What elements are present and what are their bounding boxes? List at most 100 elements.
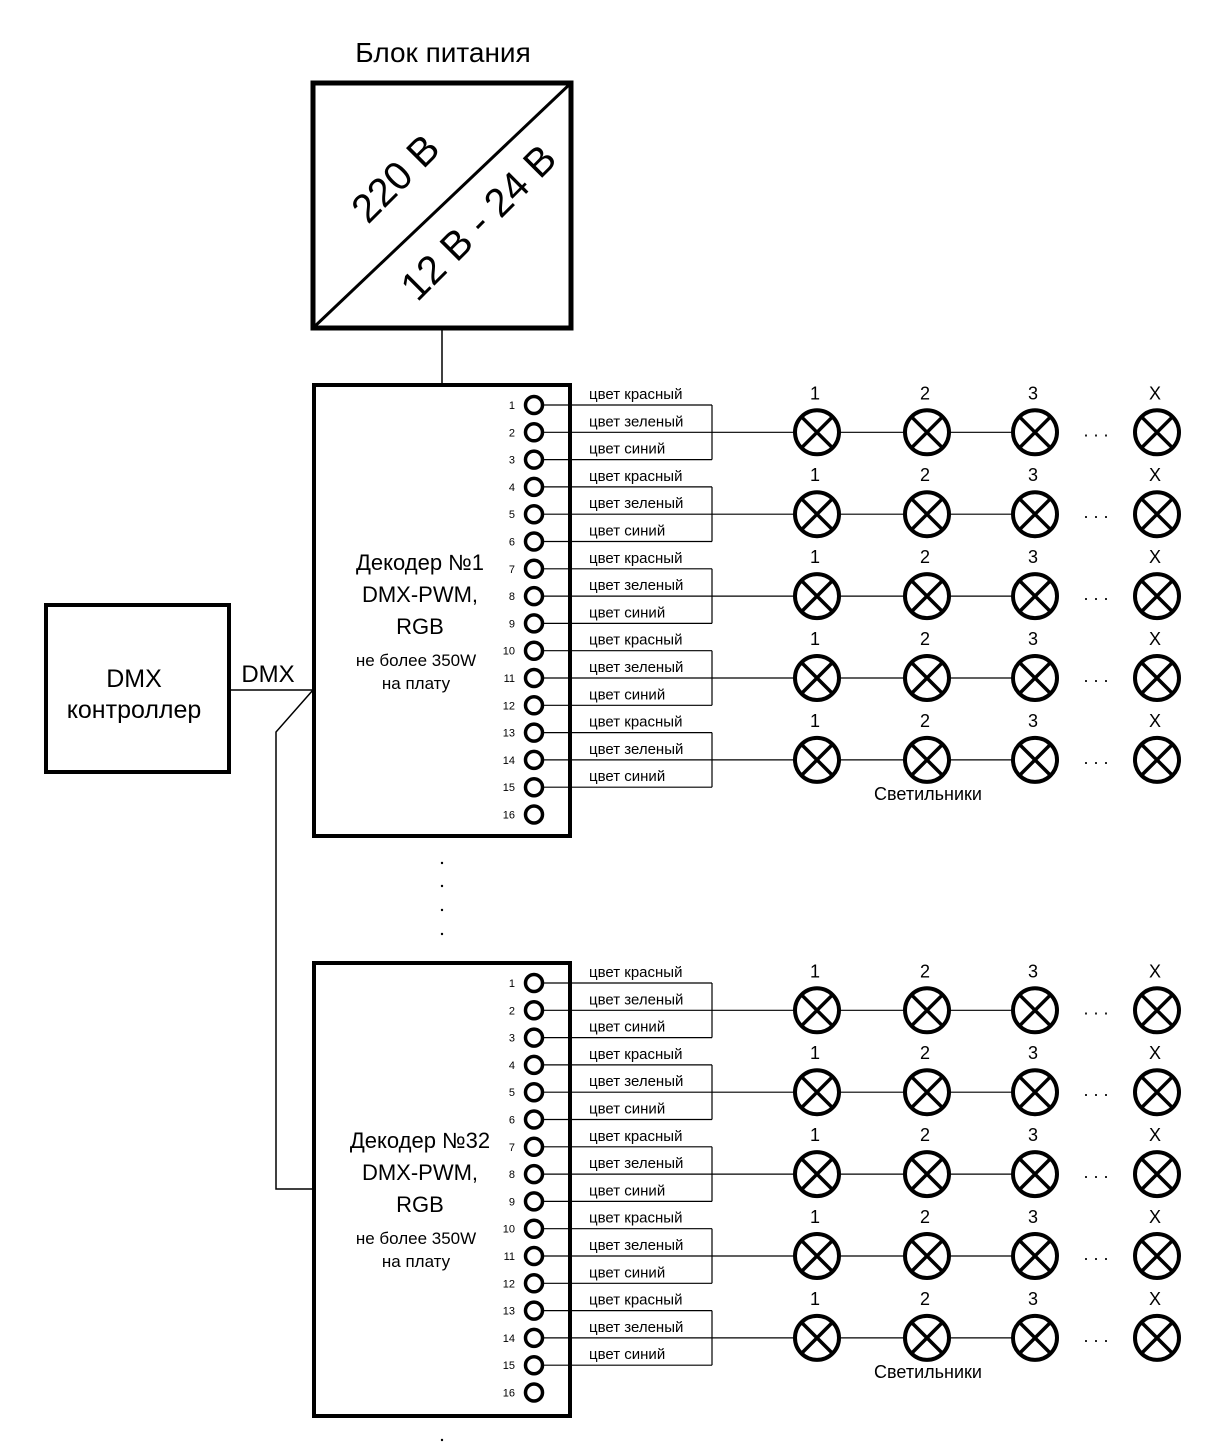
- pin-number: 5: [509, 1087, 515, 1099]
- pin-number: 1: [509, 978, 515, 990]
- lamp-icon: [903, 1150, 951, 1199]
- pin-number: 13: [503, 1306, 515, 1318]
- channel-color-label: цвет красный: [589, 1046, 682, 1063]
- pin-terminal: [523, 531, 545, 552]
- dmx-bus: [229, 689, 314, 1190]
- controller-label-line1: DMX: [106, 665, 162, 693]
- lamp-icon: [1133, 1068, 1181, 1117]
- channel-color-label: цвет зеленый: [589, 659, 683, 676]
- lamp-icon: [903, 490, 951, 539]
- lamp-icon: [1011, 408, 1059, 457]
- channel-color-label: цвет красный: [589, 964, 682, 981]
- lamp-icon: [903, 1313, 951, 1362]
- lamp-number: 3: [1028, 547, 1038, 567]
- pin-terminal: [523, 613, 545, 634]
- pin-terminal: [523, 585, 545, 607]
- lamp-icon: [1011, 1150, 1059, 1199]
- decoder-limit: не более 350W: [356, 651, 476, 670]
- channel-color-label: цвет синий: [589, 1182, 665, 1199]
- lamp-ellipsis: . . .: [1083, 666, 1108, 686]
- pin-terminal: [523, 1245, 545, 1267]
- pin-terminal: [523, 1163, 545, 1185]
- pin-number: 13: [503, 728, 515, 740]
- lamp-icon: [903, 1068, 951, 1117]
- pin-terminal: [523, 1300, 545, 1321]
- pin-terminal: [523, 1054, 545, 1076]
- lamp-number: X: [1149, 465, 1161, 485]
- decoder-limit-unit: на плату: [382, 674, 451, 693]
- pin-terminal: [523, 503, 545, 525]
- lamp-icon: [903, 986, 951, 1035]
- pin-terminal: [523, 722, 545, 743]
- channel-color-label: цвет синий: [589, 686, 665, 703]
- pin-number: 15: [503, 782, 515, 794]
- lamp-number: X: [1149, 1125, 1161, 1145]
- pin-number: 3: [509, 455, 515, 467]
- lamp-number: 2: [920, 1207, 930, 1227]
- channel-color-label: цвет зеленый: [589, 1319, 683, 1336]
- lamp-icon: [1011, 986, 1059, 1035]
- lamp-ellipsis: . . .: [1083, 748, 1108, 768]
- psu-title: Блок питания: [355, 37, 530, 68]
- pin-number: 8: [509, 1169, 515, 1181]
- pin-number: 16: [503, 810, 515, 822]
- pin-number: 16: [503, 1388, 515, 1400]
- lamps-caption: Светильники: [874, 784, 982, 804]
- lamp-icon: [793, 1232, 841, 1280]
- lamp-ellipsis: . . .: [1083, 1080, 1108, 1100]
- pin-number: 9: [509, 1196, 515, 1208]
- lamp-icon: [1011, 1232, 1059, 1280]
- pin-number: 7: [509, 1142, 515, 1154]
- channel-color-label: цвет красный: [589, 714, 682, 731]
- lamp-number: X: [1149, 1289, 1161, 1309]
- channel-color-label: цвет красный: [589, 1128, 682, 1145]
- lamp-icon: [1133, 1232, 1181, 1280]
- channel-color-label: цвет красный: [589, 386, 682, 403]
- decoder-name: Декодер №1: [356, 550, 484, 575]
- lamp-icon: [903, 735, 951, 784]
- lamp-ellipsis: . . .: [1083, 584, 1108, 604]
- decoder-mode: RGB: [396, 1192, 444, 1217]
- pin-number: 12: [503, 700, 515, 712]
- lamp-number: 1: [810, 465, 820, 485]
- lamp-number: 2: [920, 547, 930, 567]
- pin-terminal: [523, 1136, 545, 1158]
- channel-color-label: цвет синий: [589, 523, 665, 540]
- psu-divider: [311, 81, 573, 330]
- decoder-name: Декодер №32: [350, 1128, 490, 1153]
- decoder-1: Декодер №1 DMX-PWM, RGB не более 350W на…: [312, 383, 1181, 838]
- pin-terminal: [523, 667, 545, 689]
- lamp-number: 1: [810, 711, 820, 731]
- lamp-number: X: [1149, 383, 1161, 403]
- lamp-icon: [793, 408, 841, 457]
- pin-terminal: [523, 1081, 545, 1103]
- lamp-number: 2: [920, 1043, 930, 1063]
- channel-color-label: цвет зеленый: [589, 413, 683, 430]
- pin-terminal: [523, 558, 545, 580]
- pin-terminal: [523, 1109, 545, 1130]
- lamp-icon: [1011, 572, 1059, 621]
- lamp-icon: [1133, 1150, 1181, 1199]
- lamp-number: 2: [920, 465, 930, 485]
- decoder-limit-unit: на плату: [382, 1252, 451, 1271]
- channel-color-label: цвет синий: [589, 1101, 665, 1118]
- pin-number: 10: [503, 1224, 515, 1236]
- pin-number: 10: [503, 646, 515, 658]
- pin-number: 4: [509, 1060, 515, 1072]
- power-supply: 220 В 12 В - 24 В: [310, 80, 574, 331]
- continuation-dots: [440, 861, 444, 1442]
- lamp-number: 2: [920, 711, 930, 731]
- pin-number: 9: [509, 618, 515, 630]
- lamp-number: 3: [1028, 961, 1038, 981]
- pin-terminal: [523, 1273, 545, 1294]
- lamp-icon: [1133, 1313, 1181, 1362]
